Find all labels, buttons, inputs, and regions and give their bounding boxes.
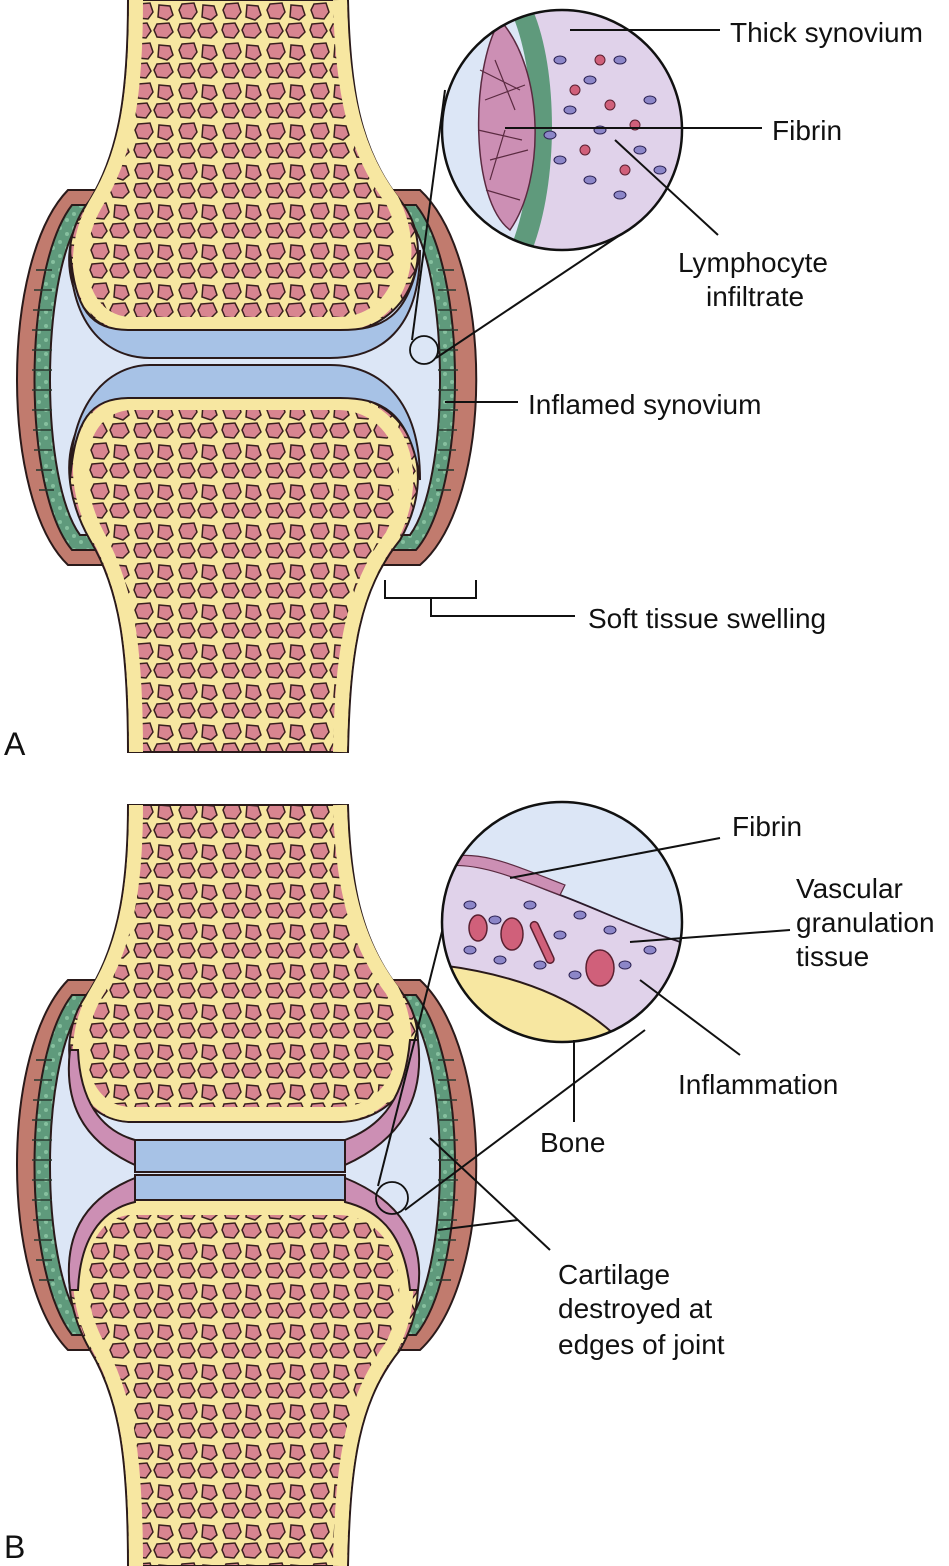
upper-cartilage-b (134, 1139, 346, 1173)
panel-letter-a: A (4, 726, 26, 762)
label-cartilage-line1: Cartilage (558, 1259, 670, 1290)
upper-bone-b (68, 804, 419, 1123)
synovial-villi-right-b (436, 1059, 458, 1281)
panel-b-joint-diagram (16, 804, 646, 1566)
label-thick-synovium: Thick synovium (730, 17, 923, 48)
pannus-right-lower (344, 1176, 421, 1291)
label-inflammation: Inflammation (678, 1069, 838, 1100)
label-soft-tissue-swelling: Soft tissue swelling (588, 603, 826, 634)
upper-bone-a-cortex (72, 0, 412, 331)
soft-tissue-swelling-bracket (384, 580, 575, 617)
label-vascular-line3: tissue (796, 941, 869, 972)
pannus-left-lower (67, 1176, 136, 1291)
label-cartilage-line3: edges of joint (558, 1329, 725, 1360)
synovial-villi-left (32, 269, 54, 491)
pannus-right (344, 1039, 421, 1167)
label-vascular-line1: Vascular (796, 873, 903, 904)
label-cartilage-line2: destroyed at (558, 1293, 712, 1324)
label-fibrin-a: Fibrin (772, 115, 842, 146)
panel-b-labels: Fibrin Vascular granulation tissue Infla… (4, 811, 935, 1565)
inset-source-marker-a (409, 335, 439, 365)
inset-a-magnified-synovium (440, 8, 684, 252)
inset-b-magnified-pannus (440, 800, 684, 1044)
label-vascular-line2: granulation (796, 907, 935, 938)
panel-a-labels: Thick synovium Fibrin Lymphocyte infiltr… (4, 17, 923, 762)
panel-a-joint-diagram (16, 0, 621, 753)
label-lymphocyte-line1: Lymphocyte (678, 247, 828, 278)
lower-bone-a-cortex (72, 396, 414, 753)
label-fibrin-b: Fibrin (732, 811, 802, 842)
inset-source-marker-b (375, 1181, 409, 1215)
upper-cartilage-a (69, 249, 421, 359)
panel-letter-b: B (4, 1529, 25, 1565)
label-bone: Bone (540, 1127, 605, 1158)
label-inflamed-synovium: Inflamed synovium (528, 389, 761, 420)
synovial-villi-left-b (32, 1059, 54, 1281)
pannus-left (67, 1049, 136, 1167)
label-lymphocyte-line2: infiltrate (706, 281, 804, 312)
lower-cartilage-a (69, 364, 421, 481)
upper-bone-b-cortex (72, 804, 412, 1121)
